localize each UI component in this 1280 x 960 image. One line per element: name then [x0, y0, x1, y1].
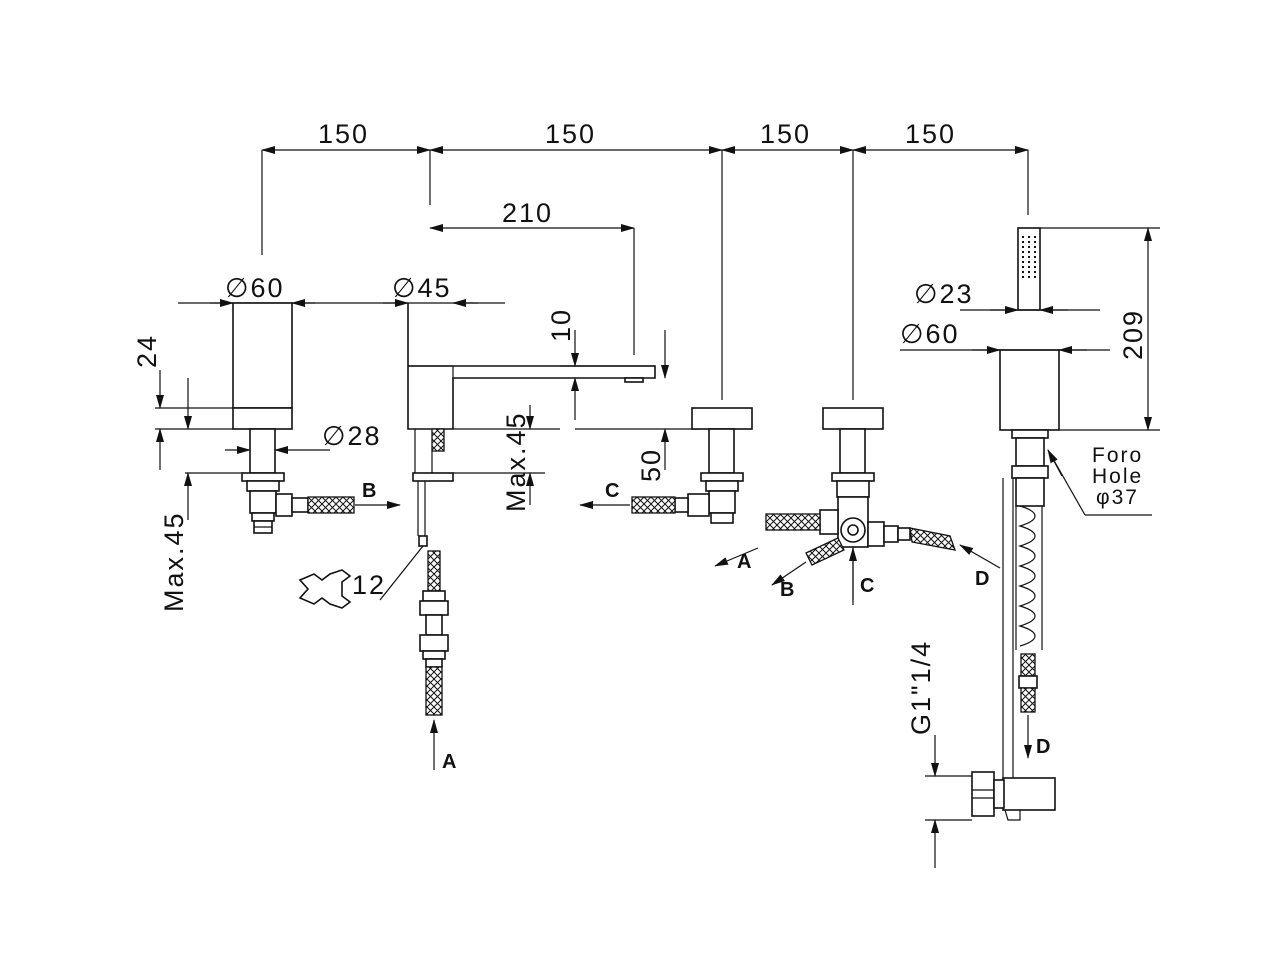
dim-spout-height: 50 — [636, 448, 666, 482]
dimension-left-heights: 24 Max.45 — [132, 334, 242, 612]
label-b-left: B — [362, 480, 376, 502]
dim-thread: G1"1/4 — [906, 640, 936, 735]
label-c-mid: C — [605, 480, 619, 502]
dimension-dia-28: ∅28 — [225, 421, 382, 454]
dimension-shower: ∅23 ∅60 209 — [900, 227, 1160, 431]
label-c-diverter: C — [860, 575, 874, 597]
dim-dia-28: ∅28 — [322, 421, 382, 451]
dim-spacing-2: 150 — [545, 119, 596, 149]
dim-rosette-height: 24 — [132, 334, 162, 368]
dimension-spout-thickness: 10 — [546, 308, 655, 420]
dim-spacing-3: 150 — [760, 119, 811, 149]
label-d-shower: D — [1036, 736, 1050, 758]
spout: ∅45 12 A — [298, 273, 656, 773]
label-a-diverter: A — [737, 551, 751, 573]
dimension-spout-height: 50 — [575, 330, 700, 482]
dim-max-deck-left: Max.45 — [159, 511, 189, 612]
label-b-diverter: B — [780, 579, 794, 601]
dim-wrench-size: 12 — [352, 570, 386, 600]
dim-dia-60-left: ∅60 — [225, 273, 285, 303]
left-valve: ∅60 B — [178, 273, 401, 534]
mid-valve: C — [579, 407, 753, 524]
dim-spout-thickness: 10 — [546, 308, 576, 342]
dim-dia-60-right: ∅60 — [900, 319, 960, 349]
hand-shower: D — [971, 227, 1060, 821]
dimension-spout-reach: 210 — [429, 198, 635, 355]
diverter-valve: A B C D — [714, 407, 1001, 605]
dimension-max-deck-mid: Max.45 — [453, 405, 560, 512]
hole-note-line3: φ37 — [1096, 486, 1139, 509]
dim-dia-23: ∅23 — [914, 279, 974, 309]
dimension-thread: G1"1/4 — [906, 640, 972, 868]
dim-spout-reach: 210 — [502, 198, 553, 228]
hole-note-line1: Foro — [1092, 444, 1143, 467]
label-d-diverter: D — [975, 568, 989, 590]
label-a-bottom: A — [442, 751, 456, 773]
dimension-chain-150: 150 150 150 150 — [261, 119, 1029, 400]
dim-spacing-1: 150 — [318, 119, 369, 149]
dim-dia-45: ∅45 — [392, 273, 452, 303]
dim-max-deck-mid: Max.45 — [501, 411, 531, 512]
dim-shower-height: 209 — [1118, 309, 1148, 360]
hole-note: Foro Hole φ37 — [1047, 444, 1152, 516]
hole-note-line2: Hole — [1092, 465, 1143, 488]
dim-spacing-4: 150 — [905, 119, 956, 149]
